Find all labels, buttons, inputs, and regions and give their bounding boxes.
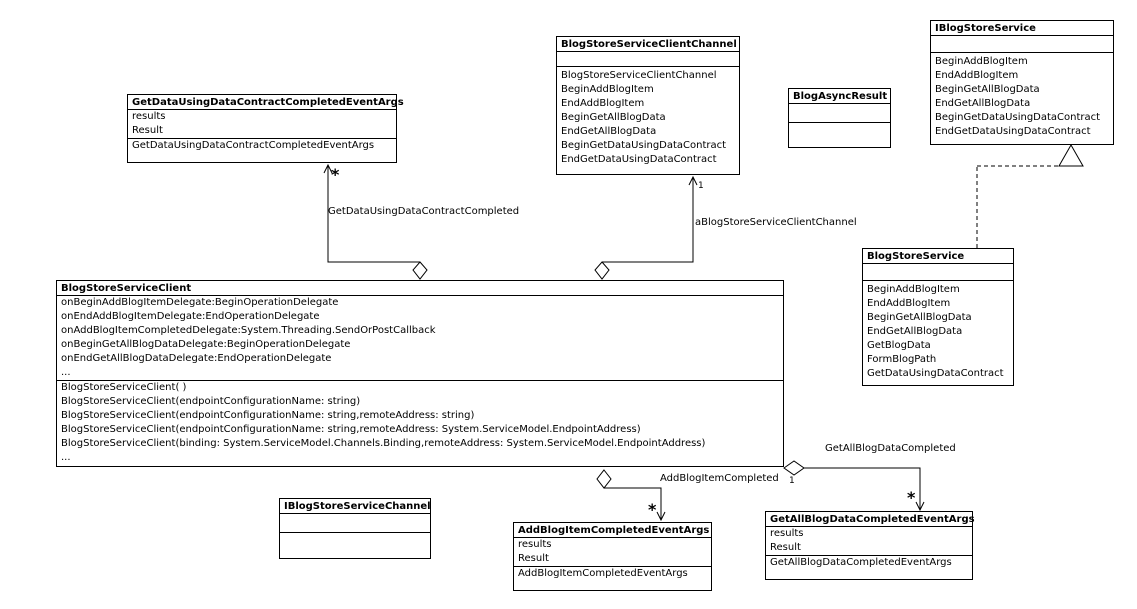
operations-section: AddBlogItemCompletedEventArgs [514, 567, 711, 581]
class-name: BlogStoreServiceClientChannel [557, 37, 739, 52]
attribute: Result [518, 553, 549, 564]
relation-additem-line [604, 487, 662, 520]
attribute: onEndAddBlogItemDelegate:EndOperationDel… [61, 311, 320, 322]
operation: BlogStoreServiceClient(binding: System.S… [61, 438, 706, 449]
realization-triangle [1058, 143, 1084, 167]
attributes-section: results Result [128, 110, 396, 139]
multiplicity-channel: 1 [698, 181, 704, 191]
operation: GetAllBlogDataCompletedEventArgs [770, 557, 952, 568]
multiplicity-getall: * [907, 488, 916, 507]
arrowhead-getdata [323, 163, 333, 174]
class-blogstore-service[interactable]: BlogStoreService BeginAddBlogItem EndAdd… [862, 248, 1014, 386]
class-name: GetDataUsingDataContractCompletedEventAr… [128, 95, 404, 110]
aggregation-diamond-channel [594, 261, 610, 280]
attributes-section: results Result [766, 527, 972, 556]
class-name: BlogStoreService [863, 249, 1013, 264]
class-iblogstore-service-channel[interactable]: IBlogStoreServiceChannel [279, 498, 431, 559]
class-name: BlogAsyncResult [789, 89, 890, 104]
operations-section: BeginAddBlogItem EndAddBlogItem BeginGet… [863, 281, 1013, 381]
operation: BeginGetDataUsingDataContract [561, 140, 727, 151]
operation: ... [61, 452, 71, 463]
operation: GetDataUsingDataContract [867, 368, 1004, 379]
relation-getdata-line [327, 165, 420, 263]
attribute: onBeginAddBlogItemDelegate:BeginOperatio… [61, 297, 339, 308]
operation: EndGetDataUsingDataContract [561, 154, 717, 165]
operation: AddBlogItemCompletedEventArgs [518, 568, 688, 579]
arrowhead-getall [915, 501, 925, 512]
aggregation-diamond-getdata [412, 261, 428, 280]
operation: BlogStoreServiceClient( ) [61, 382, 187, 393]
attribute: onEndGetAllBlogDataDelegate:EndOperation… [61, 353, 332, 364]
operations-section: GetAllBlogDataCompletedEventArgs [766, 556, 972, 570]
attribute: ... [61, 367, 71, 378]
operations-section: BeginAddBlogItem EndAddBlogItem BeginGet… [931, 53, 1113, 139]
class-additem-eventargs[interactable]: AddBlogItemCompletedEventArgs results Re… [513, 522, 712, 591]
class-name: AddBlogItemCompletedEventArgs [514, 523, 711, 538]
operation: BlogStoreServiceClient(endpointConfigura… [61, 410, 475, 421]
multiplicity-getdata: * [331, 165, 340, 184]
operation: BeginAddBlogItem [561, 84, 654, 95]
operation: BeginAddBlogItem [867, 284, 960, 295]
relation-channel-line [602, 177, 694, 263]
class-iblogstore-service[interactable]: IBlogStoreService BeginAddBlogItem EndAd… [930, 20, 1114, 145]
multiplicity-additem: * [648, 500, 657, 519]
operation: BlogStoreServiceClient(endpointConfigura… [61, 396, 361, 407]
class-name: IBlogStoreService [931, 21, 1113, 36]
class-name: BlogStoreServiceClient [57, 281, 783, 296]
attribute: Result [770, 542, 801, 553]
class-blogstore-service-client[interactable]: BlogStoreServiceClient onBeginAddBlogIte… [56, 280, 784, 467]
operation: FormBlogPath [867, 354, 937, 365]
operation: BeginGetDataUsingDataContract [935, 112, 1101, 123]
attributes-section [931, 36, 1113, 53]
class-getall-eventargs[interactable]: GetAllBlogDataCompletedEventArgs results… [765, 511, 975, 580]
operation: EndGetDataUsingDataContract [935, 126, 1091, 137]
operation: BeginGetAllBlogData [867, 312, 972, 323]
class-getdata-eventargs[interactable]: GetDataUsingDataContractCompletedEventAr… [127, 94, 404, 163]
relation-getall-line [803, 467, 921, 510]
attribute: results [518, 539, 552, 550]
operation: GetDataUsingDataContractCompletedEventAr… [132, 140, 375, 151]
class-blog-async-result[interactable]: BlogAsyncResult [788, 88, 891, 148]
arrowhead-channel [688, 175, 698, 186]
operations-section: BlogStoreServiceClient( ) BlogStoreServi… [57, 381, 783, 465]
operation: BlogStoreServiceClientChannel [561, 70, 717, 81]
operation: EndGetAllBlogData [561, 126, 657, 137]
label-getdata-completed: GetDataUsingDataContractCompleted [328, 206, 520, 217]
attribute: Result [132, 125, 163, 136]
attribute: results [132, 111, 166, 122]
multiplicity-getall-source: 1 [789, 476, 795, 486]
label-getall-completed: GetAllBlogDataCompleted [825, 443, 956, 454]
operation: EndAddBlogItem [935, 70, 1019, 81]
operation: EndAddBlogItem [561, 98, 645, 109]
operation: BeginAddBlogItem [935, 56, 1028, 67]
operation: EndGetAllBlogData [867, 326, 963, 337]
attribute: results [770, 528, 804, 539]
attributes-section [863, 264, 1013, 281]
class-client-channel[interactable]: BlogStoreServiceClientChannel BlogStoreS… [556, 36, 740, 175]
operation: GetBlogData [867, 340, 931, 351]
label-additem-completed: AddBlogItemCompleted [660, 473, 779, 484]
operation: EndAddBlogItem [867, 298, 951, 309]
aggregation-diamond-additem [596, 469, 612, 489]
operations-section: BlogStoreServiceClientChannel BeginAddBl… [557, 67, 739, 167]
attribute: onAddBlogItemCompletedDelegate:System.Th… [61, 325, 436, 336]
operations-section: GetDataUsingDataContractCompletedEventAr… [128, 139, 396, 153]
attributes-section: results Result [514, 538, 711, 567]
operation: EndGetAllBlogData [935, 98, 1031, 109]
label-client-channel: aBlogStoreServiceClientChannel [695, 217, 857, 228]
attributes-section [280, 514, 430, 533]
aggregation-diamond-getall [783, 460, 805, 476]
operation: BlogStoreServiceClient(endpointConfigura… [61, 424, 641, 435]
attribute: onBeginGetAllBlogDataDelegate:BeginOpera… [61, 339, 351, 350]
operation: BeginGetAllBlogData [561, 112, 666, 123]
operation: BeginGetAllBlogData [935, 84, 1040, 95]
class-name: IBlogStoreServiceChannel [280, 499, 431, 514]
attributes-section [557, 52, 739, 67]
class-name: GetAllBlogDataCompletedEventArgs [766, 512, 975, 527]
arrowhead-additem [656, 511, 666, 522]
attributes-section: onBeginAddBlogItemDelegate:BeginOperatio… [57, 296, 783, 381]
attributes-section [789, 104, 890, 123]
